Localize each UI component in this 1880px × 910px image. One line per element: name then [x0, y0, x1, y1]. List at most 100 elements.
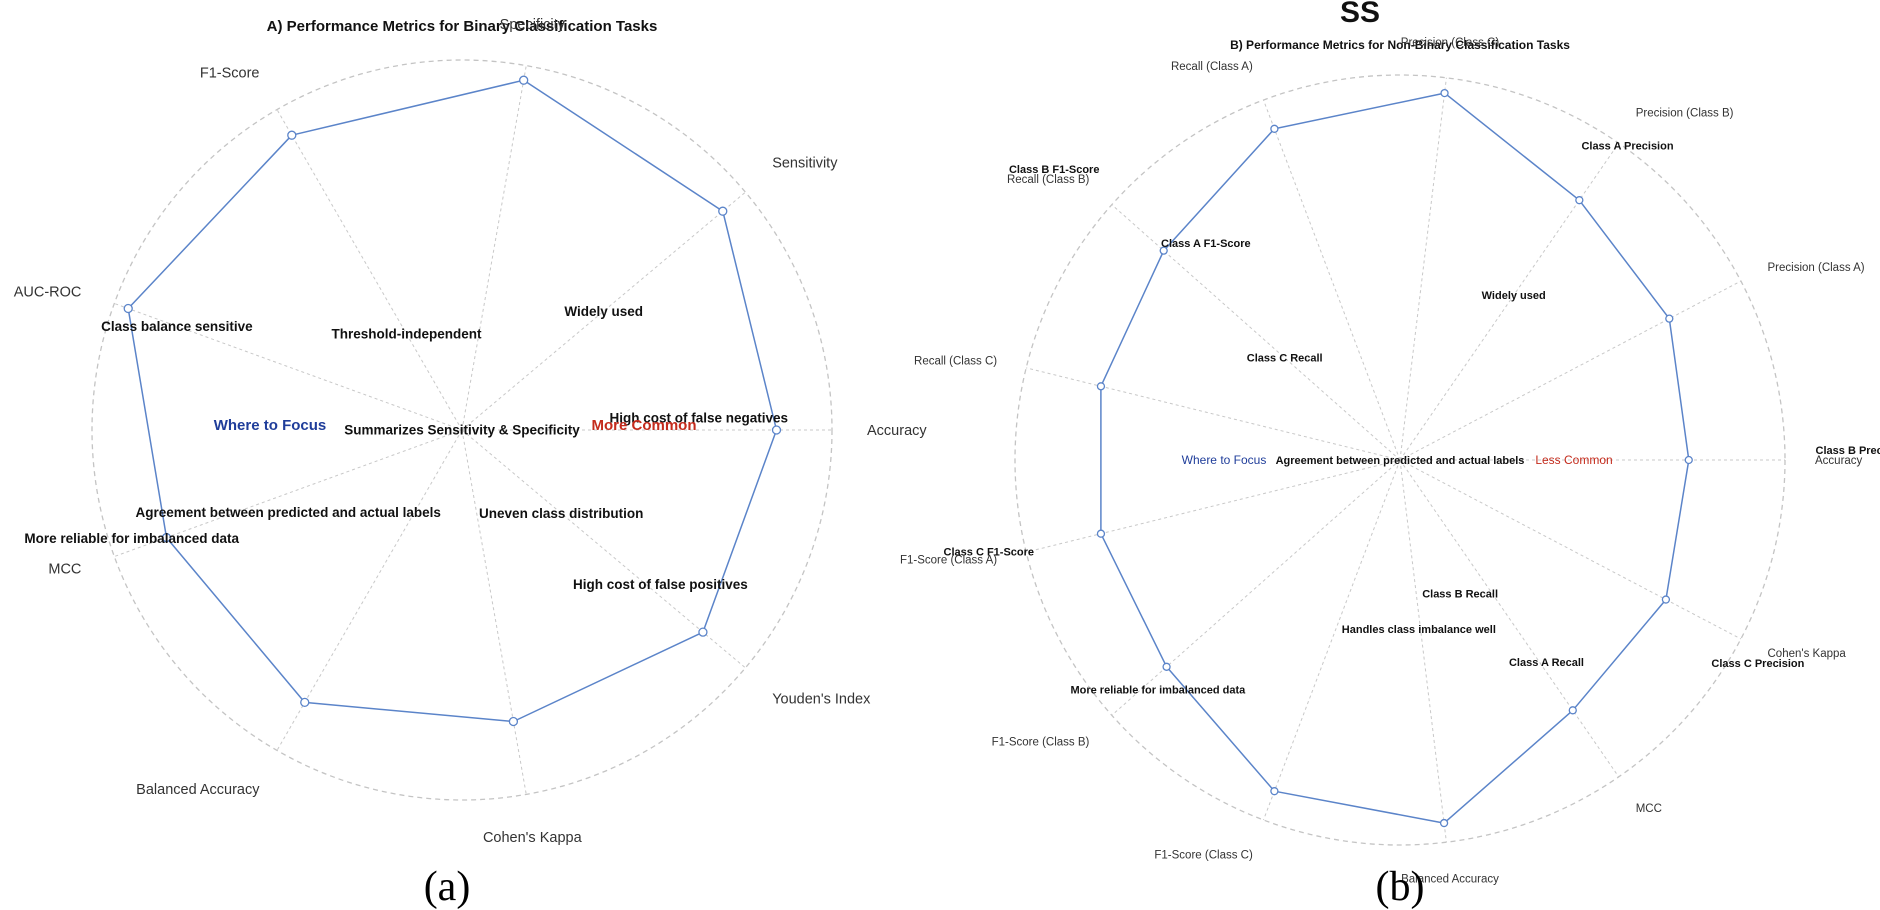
annotation-class-b-recall: Class B Recall	[1422, 589, 1498, 601]
axis-label-precision-class-c: Precision (Class C)	[1401, 37, 1500, 49]
radar-outer-ring	[91, 59, 833, 801]
radar-point-f1-score-class-c	[1270, 787, 1279, 796]
annotation-class-c-recall: Class C Recall	[1247, 353, 1323, 365]
annotation-high-cost-of-false-negatives: High cost of false negatives	[610, 411, 789, 426]
annotation-class-b-precision: Class B Precision	[1816, 445, 1880, 457]
radar-spoke-auc-roc	[114, 302, 463, 431]
annotation-threshold-independent: Threshold-independent	[332, 327, 483, 342]
annotation-class-c-precision: Class C Precision	[1711, 658, 1804, 670]
axis-label-sensitivity: Sensitivity	[772, 156, 838, 172]
axis-label-accuracy: Accuracy	[1815, 455, 1863, 467]
radar-panel-b: B) Performance Metrics for Non-Binary Cl…	[900, 37, 1880, 910]
annotation-agreement-between-predicted-and-actual-labels: Agreement between predicted and actual l…	[1276, 455, 1525, 467]
annotation-class-a-recall: Class A Recall	[1509, 657, 1584, 669]
annotation-agreement-between-predicted-and-actual-labels: Agreement between predicted and actual l…	[136, 505, 441, 520]
axis-label-f1-score-class-b: F1-Score (Class B)	[992, 737, 1090, 749]
annotation-summarizes-sensitivity-specificity: Summarizes Sensitivity & Specificity	[344, 423, 580, 438]
axis-label-recall-class-c: Recall (Class C)	[914, 356, 997, 368]
axis-label-precision-class-b: Precision (Class B)	[1636, 108, 1734, 120]
radar-point-accuracy	[771, 425, 782, 435]
radar-spoke-balanced-accuracy	[276, 429, 463, 751]
radar-series-line	[127, 79, 778, 723]
annotation-widely-used: Widely used	[564, 304, 643, 319]
radar-point-precision-class-c	[1440, 88, 1449, 98]
radar-panel-a: A) Performance Metrics for Binary Classi…	[14, 17, 928, 910]
panel-b-less-common-label: Less Common	[1535, 453, 1612, 467]
axis-label-accuracy: Accuracy	[867, 423, 927, 439]
radar-point-precision-class-a	[1665, 314, 1674, 323]
panel-a-caption: (a)	[424, 864, 471, 910]
panel-a-more-common-label: More Common	[592, 417, 697, 434]
axis-label-balanced-accuracy: Balanced Accuracy	[1401, 873, 1499, 885]
radar-point-mcc	[161, 532, 172, 543]
annotation-uneven-class-distribution: Uneven class distribution	[479, 506, 643, 521]
radar-spoke-youden-s-index	[461, 429, 746, 669]
radar-spoke-f1-score	[276, 109, 463, 431]
radar-point-youden-s-index	[698, 627, 708, 637]
radar-spoke-recall-class-c	[1026, 367, 1401, 461]
radar-point-recall-class-b	[1159, 246, 1168, 255]
annotation-more-reliable-for-imbalanced-data: More reliable for imbalanced data	[24, 531, 239, 546]
axis-label-auc-roc: AUC-ROC	[14, 285, 82, 301]
radar-point-balanced-accuracy	[1439, 818, 1449, 828]
axis-label-recall-class-a: Recall (Class A)	[1171, 61, 1253, 73]
radar-point-precision-class-b	[1575, 196, 1584, 205]
radar-point-specificity	[519, 75, 529, 85]
radar-point-cohen-s-kappa	[508, 716, 519, 727]
radar-point-f1-score	[287, 130, 297, 140]
radar-spoke-f1-score-class-c	[1263, 459, 1401, 821]
radar-point-recall-class-a	[1270, 124, 1279, 133]
annotation-class-c-f1-score: Class C F1-Score	[944, 546, 1034, 558]
annotation-high-cost-of-false-positives: High cost of false positives	[573, 577, 748, 592]
radar-spoke-recall-class-a	[1263, 99, 1401, 461]
radar-spoke-mcc	[114, 429, 463, 558]
annotation-more-reliable-for-imbalanced-data: More reliable for imbalanced data	[1070, 685, 1246, 697]
radar-spoke-cohen-s-kappa	[1399, 459, 1742, 640]
radar-point-f1-score-class-a	[1096, 529, 1106, 538]
radar-point-auc-roc	[123, 303, 133, 314]
top-mark: SS	[1340, 0, 1380, 29]
panel-a-where-to-focus-label: Where to Focus	[214, 417, 327, 434]
annotation-class-b-f1-score: Class B F1-Score	[1009, 164, 1099, 176]
radar-point-balanced-accuracy	[300, 697, 310, 708]
radar-spoke-precision-class-b	[1399, 142, 1620, 461]
radar-point-accuracy	[1684, 455, 1693, 465]
axis-label-cohen-s-kappa: Cohen's Kappa	[1768, 648, 1847, 660]
annotation-handles-class-imbalance-well: Handles class imbalance well	[1342, 624, 1496, 636]
axis-label-precision-class-a: Precision (Class A)	[1768, 262, 1865, 274]
axis-label-mcc: MCC	[48, 562, 81, 578]
panel-b-caption: (b)	[1376, 864, 1425, 910]
radar-spoke-f1-score-class-a	[1026, 459, 1401, 553]
axis-label-f1-score-class-a: F1-Score (Class A)	[900, 554, 997, 566]
radar-spoke-sensitivity	[461, 191, 746, 431]
axis-label-mcc: MCC	[1636, 803, 1662, 815]
axis-label-f1-score: F1-Score	[200, 65, 260, 81]
radar-point-sensitivity	[718, 206, 728, 216]
panel-a-title: A) Performance Metrics for Binary Classi…	[267, 18, 658, 35]
axis-label-balanced-accuracy: Balanced Accuracy	[136, 782, 260, 798]
radar-point-recall-class-c	[1096, 382, 1106, 391]
radar-point-cohen-s-kappa	[1661, 595, 1671, 604]
radar-spoke-precision-class-c	[1399, 77, 1447, 461]
radar-spoke-balanced-accuracy	[1399, 459, 1447, 843]
radar-spoke-cohen-s-kappa	[461, 429, 527, 795]
radar-point-f1-score-class-b	[1162, 662, 1171, 671]
axis-label-specificity: Specificity	[500, 17, 566, 33]
radar-spoke-recall-class-b	[1111, 204, 1401, 461]
axis-label-recall-class-b: Recall (Class B)	[1007, 174, 1090, 186]
radar-series-line	[1100, 92, 1690, 824]
radar-point-mcc	[1568, 706, 1577, 715]
annotation-class-a-f1-score: Class A F1-Score	[1161, 238, 1251, 250]
radar-spoke-f1-score-class-b	[1111, 459, 1401, 716]
radar-spoke-specificity	[461, 65, 527, 431]
annotation-class-a-precision: Class A Precision	[1581, 141, 1673, 153]
annotation-widely-used: Widely used	[1482, 290, 1546, 302]
radar-spoke-precision-class-a	[1399, 280, 1742, 461]
radar-spoke-mcc	[1399, 459, 1620, 778]
axis-label-f1-score-class-c: F1-Score (Class C)	[1154, 849, 1253, 861]
axis-label-youden-s-index: Youden's Index	[772, 691, 871, 707]
axis-label-cohen-s-kappa: Cohen's Kappa	[483, 830, 583, 846]
panel-b-where-to-focus-label: Where to Focus	[1182, 453, 1267, 467]
panel-b-title: B) Performance Metrics for Non-Binary Cl…	[1230, 38, 1570, 52]
